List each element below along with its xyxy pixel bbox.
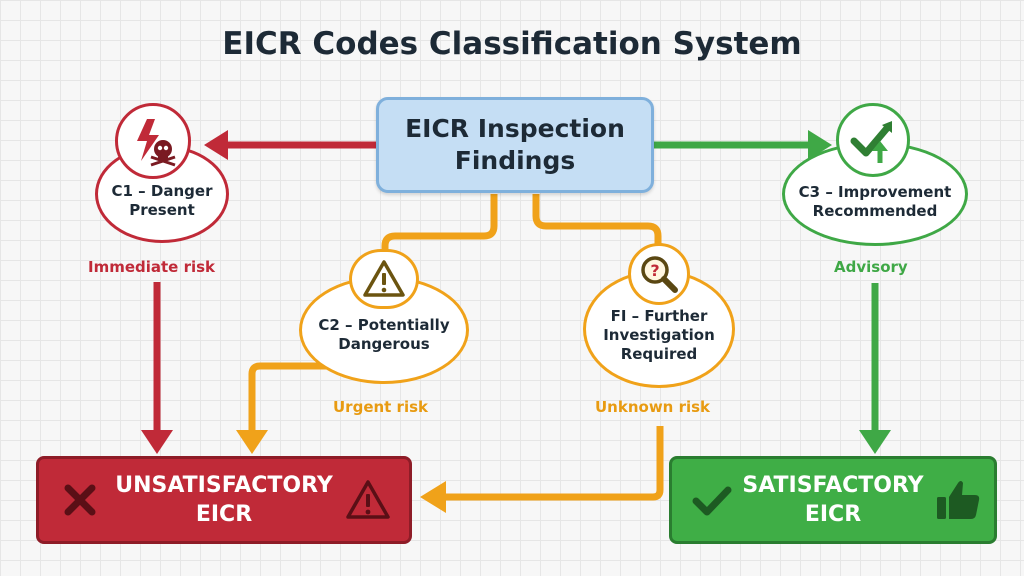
warning-triangle-icon xyxy=(346,480,390,519)
svg-text:?: ? xyxy=(650,261,659,280)
arrowhead-unsat-from-fi xyxy=(420,481,446,513)
arrowhead-unsat-from-c2 xyxy=(236,430,268,454)
fi-line-2: Investigation xyxy=(603,325,715,344)
c2-line-1: C2 – Potentially xyxy=(318,316,450,334)
c1-line-1: C1 – Danger xyxy=(111,182,213,200)
fi-line-1: FI – Further xyxy=(610,306,708,325)
check-arrow-up-icon xyxy=(850,121,892,163)
check-icon xyxy=(692,486,732,516)
c2-badge xyxy=(349,249,419,309)
c3-line-2: Recommended xyxy=(812,202,938,220)
arrowhead-unsat-from-c1 xyxy=(141,430,173,454)
satisfactory-line-2: EICR xyxy=(804,502,862,527)
outcome-unsatisfactory: UNSATISFACTORY EICR xyxy=(36,456,412,544)
outcome-satisfactory: SATISFACTORY EICR xyxy=(669,456,997,544)
warning-triangle-icon xyxy=(363,260,405,297)
arrowhead-c1 xyxy=(204,130,228,160)
node-c1: C1 – Danger Present xyxy=(95,145,229,243)
c3-badge xyxy=(836,103,910,177)
c1-risk-label: Immediate risk xyxy=(88,258,216,276)
arrowhead-sat-from-c3 xyxy=(859,430,891,454)
root-line-1: EICR Inspection xyxy=(405,114,625,143)
cross-icon xyxy=(64,484,96,516)
arrow-c2-to-unsatisfactory xyxy=(248,362,328,432)
magnifier-question-icon: ? xyxy=(641,256,678,293)
arrow-fi-to-unsatisfactory xyxy=(444,426,664,501)
arrowhead-c3 xyxy=(808,130,832,160)
root-node-inspection-findings: EICR Inspection Findings xyxy=(376,97,654,193)
node-c2: C2 – Potentially Dangerous xyxy=(299,276,469,384)
unsatisfactory-line-1: UNSATISFACTORY xyxy=(115,473,333,498)
fi-badge: ? xyxy=(628,243,690,305)
c2-line-2: Dangerous xyxy=(338,335,430,353)
c1-badge xyxy=(115,103,191,179)
fi-line-3: Required xyxy=(620,344,698,363)
thumbs-up-icon xyxy=(937,481,980,519)
c3-risk-label: Advisory xyxy=(834,258,908,276)
connector-root-to-c2 xyxy=(381,194,498,252)
node-fi: FI – Further Investigation Required xyxy=(583,270,735,388)
danger-skull-icon xyxy=(137,119,176,167)
c3-line-1: C3 – Improvement xyxy=(798,183,952,201)
connector-root-to-fi xyxy=(532,194,662,245)
root-line-2: Findings xyxy=(454,146,576,175)
satisfactory-line-1: SATISFACTORY xyxy=(742,473,924,498)
c2-risk-label: Urgent risk xyxy=(333,398,429,416)
diagram-title: EICR Codes Classification System xyxy=(222,26,802,62)
unsatisfactory-line-2: EICR xyxy=(195,502,253,527)
c1-line-2: Present xyxy=(129,201,195,219)
fi-risk-label: Unknown risk xyxy=(595,398,711,416)
